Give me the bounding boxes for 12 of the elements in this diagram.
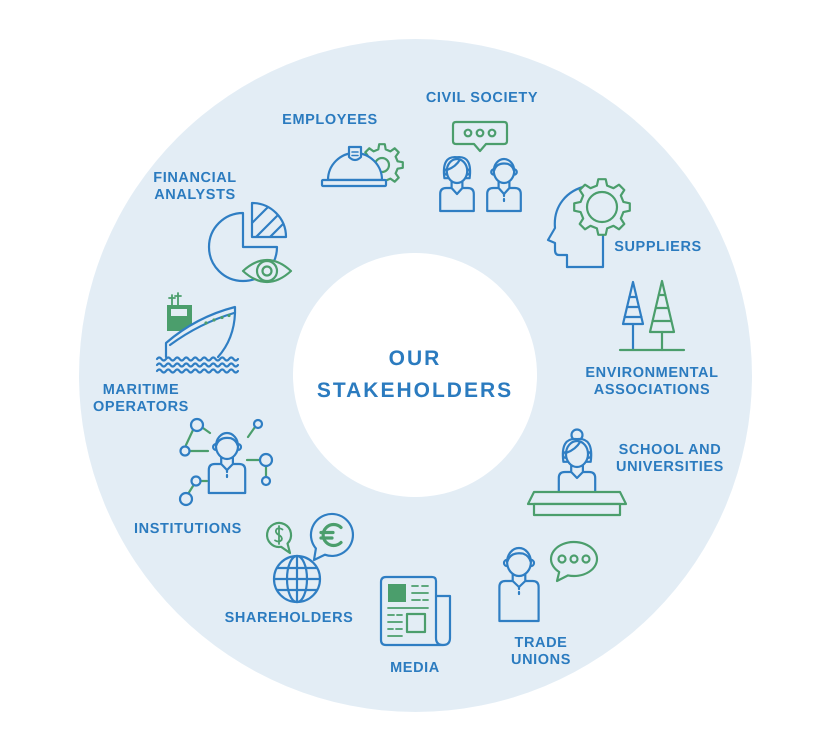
stakeholder-label: FINANCIAL ANALYSTS bbox=[152, 170, 238, 204]
stakeholder-label: ENVIRONMENTAL ASSOCIATIONS bbox=[584, 365, 720, 399]
center-heading: OUR STAKEHOLDERS bbox=[316, 346, 514, 404]
stakeholder-label: SUPPLIERS bbox=[614, 239, 702, 256]
stakeholder-label: SCHOOL AND UNIVERSITIES bbox=[616, 442, 724, 476]
stakeholder-label: EMPLOYEES bbox=[282, 112, 378, 129]
stakeholder-label: MARITIME OPERATORS bbox=[92, 382, 190, 416]
stakeholder-label: MEDIA bbox=[390, 660, 440, 677]
stakeholder-label: TRADE UNIONS bbox=[510, 635, 572, 669]
stakeholder-label: INSTITUTIONS bbox=[134, 521, 242, 538]
stakeholder-label: SHAREHOLDERS bbox=[224, 610, 354, 627]
stakeholder-label: CIVIL SOCIETY bbox=[425, 90, 539, 107]
